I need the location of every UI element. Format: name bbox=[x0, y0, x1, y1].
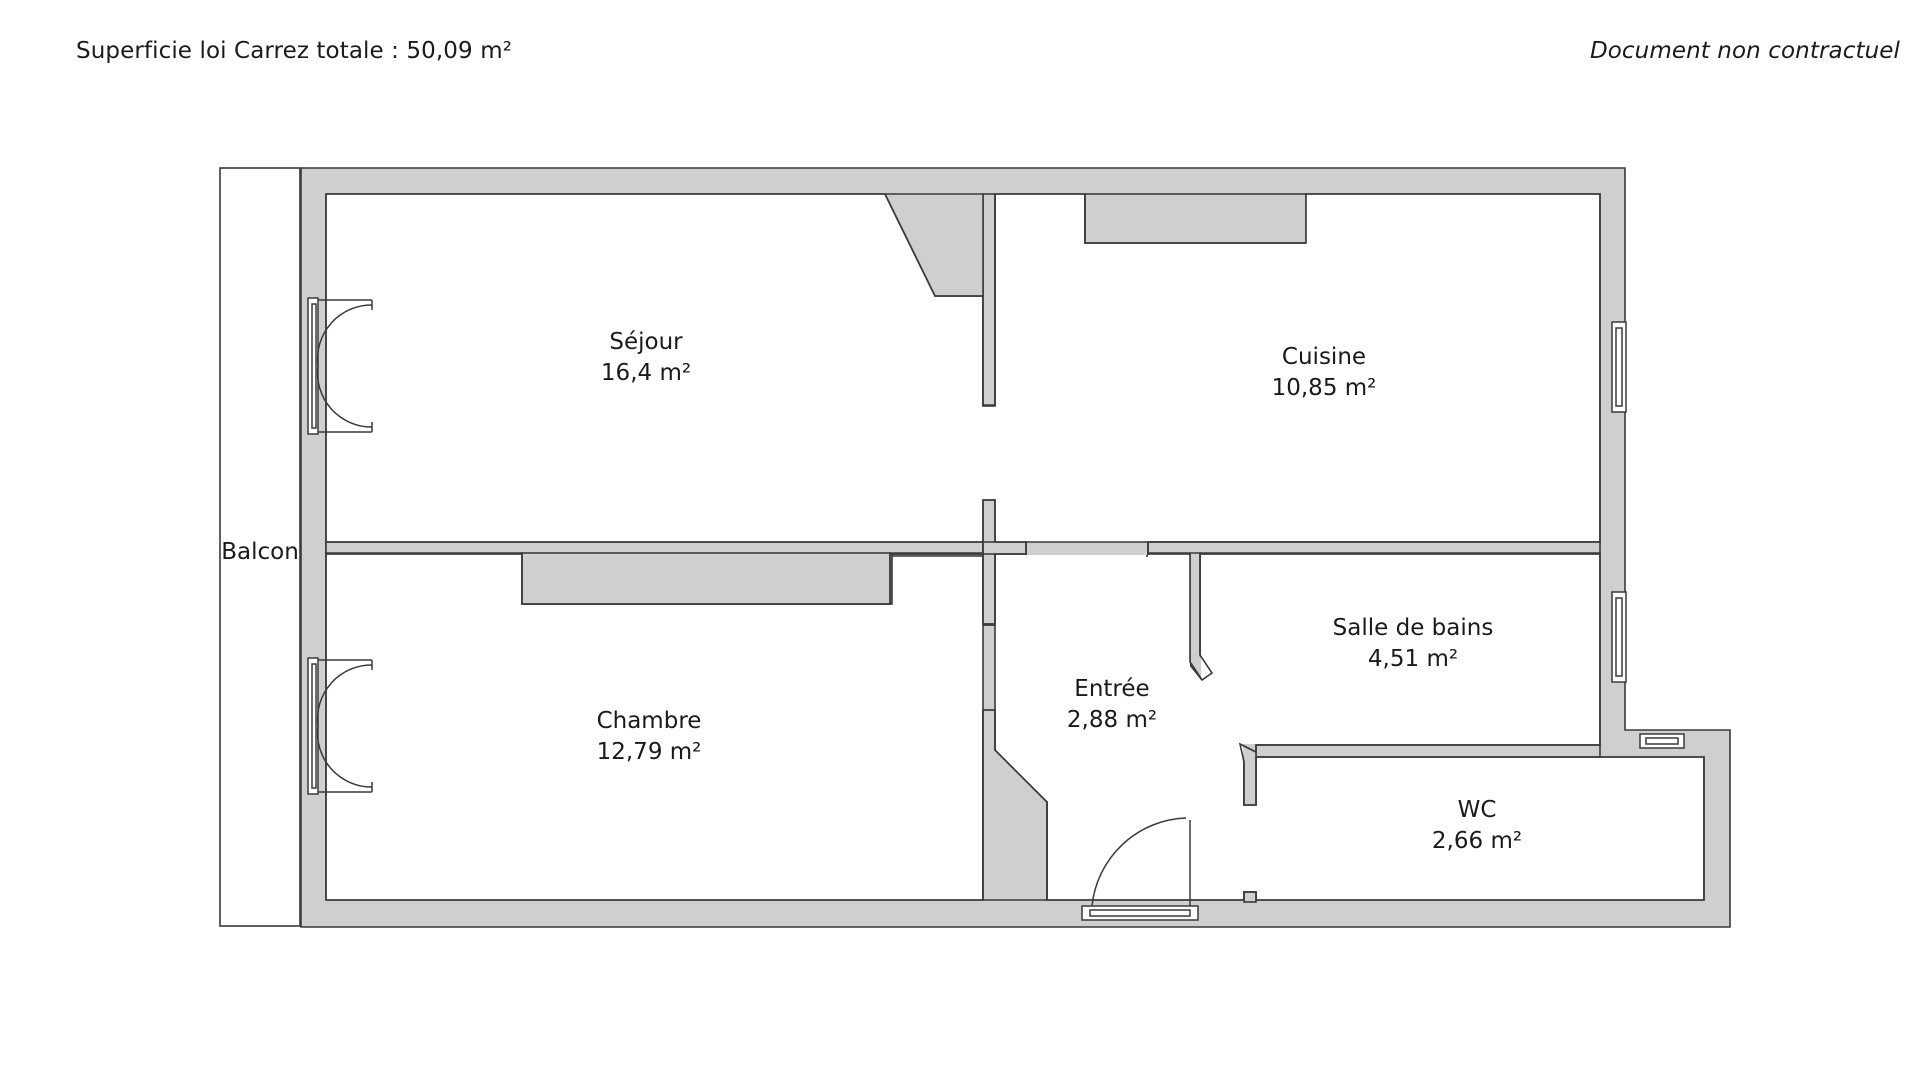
room-name-chambre: Chambre bbox=[597, 708, 702, 734]
room-name-entree: Entrée bbox=[1074, 676, 1149, 702]
room-area-chambre: 12,79 m² bbox=[597, 739, 702, 765]
door-chambre-balcony bbox=[307, 657, 373, 795]
door-sejour-balcony bbox=[307, 297, 373, 435]
wall-cross-vertical bbox=[982, 499, 996, 625]
window-wc bbox=[1639, 733, 1685, 749]
balcony-label: Balcon bbox=[221, 539, 299, 565]
wall-wc-stub bbox=[1243, 891, 1257, 903]
closet-block bbox=[521, 552, 891, 605]
kitchen-duct bbox=[1084, 193, 1307, 244]
balcony bbox=[219, 167, 301, 927]
total-surface-label: Superficie loi Carrez totale : 50,09 m² bbox=[76, 38, 513, 64]
entrance-door bbox=[1081, 817, 1199, 921]
room-area-entree: 2,88 m² bbox=[1067, 707, 1157, 733]
wall-cross-horizontal bbox=[982, 541, 1027, 555]
room-area-salle-de-bains: 4,51 m² bbox=[1368, 646, 1458, 672]
room-area-cuisine: 10,85 m² bbox=[1272, 375, 1377, 401]
room-name-sejour: Séjour bbox=[609, 329, 683, 355]
room-name-salle-de-bains: Salle de bains bbox=[1333, 615, 1494, 641]
window-cuisine bbox=[1611, 321, 1627, 413]
window-salle-de-bains bbox=[1611, 591, 1627, 683]
room-area-sejour: 16,4 m² bbox=[601, 360, 691, 386]
room-area-wc: 2,66 m² bbox=[1432, 828, 1522, 854]
room-name-wc: WC bbox=[1458, 797, 1497, 823]
wall-sdb-wc bbox=[1255, 744, 1601, 758]
disclaimer-label: Document non contractuel bbox=[1589, 38, 1900, 64]
room-name-cuisine: Cuisine bbox=[1282, 344, 1366, 370]
wall-sejour-cuisine bbox=[982, 193, 996, 407]
